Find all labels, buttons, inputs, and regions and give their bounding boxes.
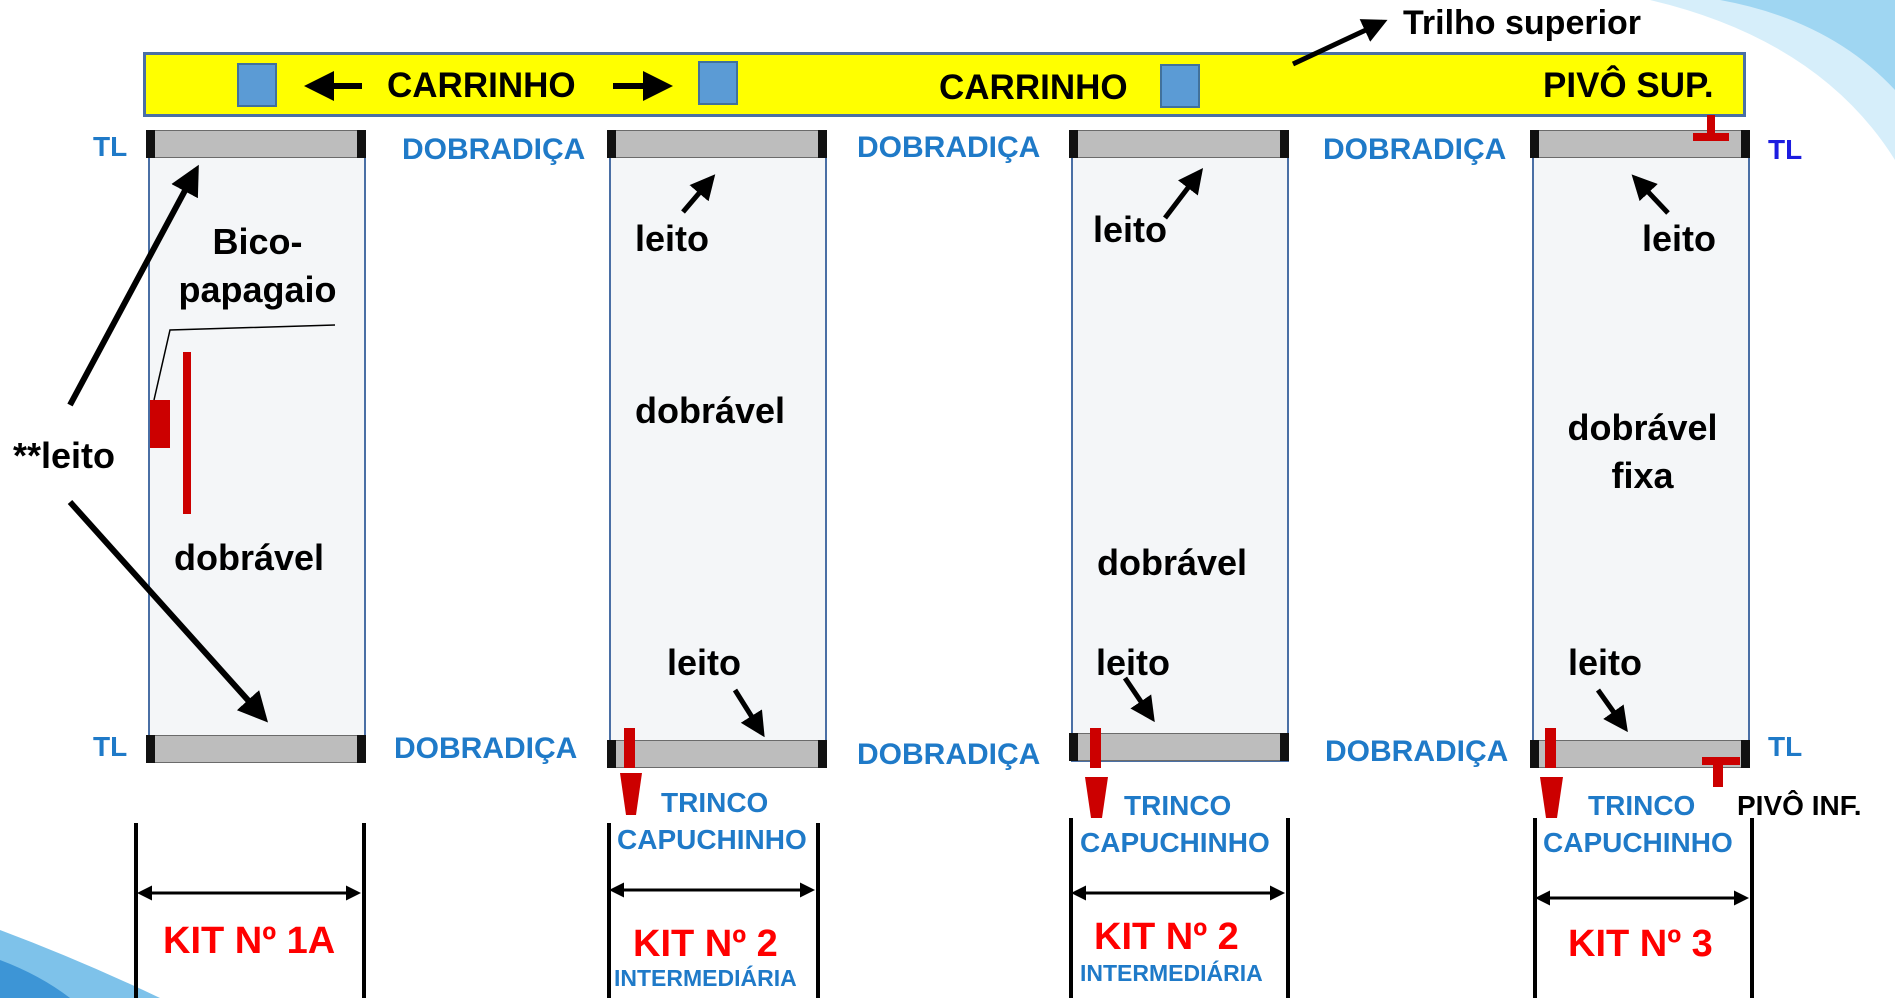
leito-side-label: **leito: [13, 435, 116, 476]
pivo-sup-plate: [1693, 133, 1729, 141]
capuchinho-label: CAPUCHINHO: [1080, 827, 1270, 858]
pivo-inf-label: PIVÔ INF.: [1737, 790, 1862, 821]
trilho-superior-label: Trilho superior: [1403, 4, 1642, 42]
panel-2-bottom-bar: [609, 740, 827, 768]
panel-4-leito-bottom-label: leito: [1568, 642, 1643, 683]
bar-cap: [1280, 130, 1289, 158]
dobradica-label: DOBRADIÇA: [1323, 133, 1507, 166]
pivo-sup-pin: [1707, 115, 1715, 135]
dobradica-label: DOBRADIÇA: [402, 133, 586, 166]
panel-2: [609, 130, 827, 762]
pivo-inf-pin: [1713, 762, 1723, 787]
bar-cap: [818, 130, 827, 158]
width-marker-line: [362, 823, 366, 998]
trinco-label: TRINCO: [1124, 790, 1232, 821]
panel-2-leito-bottom-label: leito: [667, 642, 742, 683]
panel-1-dobravel-label: dobrável: [174, 537, 325, 578]
panel-4-dobravel-fixa-label: dobrável fixa: [1567, 407, 1718, 496]
panel-2-top-bar: [609, 130, 827, 158]
tl-label-bottom-left: TL: [93, 731, 128, 762]
width-marker-line: [1069, 818, 1073, 998]
kit-2-label: KIT Nº 2: [633, 923, 778, 965]
bar-cap: [607, 130, 616, 158]
bar-cap: [818, 740, 827, 768]
tl-label-bottom-right: TL: [1768, 731, 1803, 762]
trinco-bolt: [1545, 728, 1556, 768]
width-marker-line: [134, 823, 138, 998]
kit-3-label: KIT Nº 3: [1568, 923, 1713, 965]
panel-4-leito-top-label: leito: [1642, 218, 1717, 259]
bar-cap: [1069, 733, 1078, 761]
carriage-square-2: [698, 61, 738, 105]
panel-3-top-bar: [1071, 130, 1289, 158]
top-rail: [143, 52, 1746, 117]
bico-papagaio-latch: [150, 400, 170, 448]
carriage-square-1: [237, 63, 277, 107]
panel-2-dobravel-label: dobrável: [635, 390, 786, 431]
kit-2-intermediaria-label: INTERMEDIÁRIA: [1080, 960, 1263, 986]
panel-1-top-bar: [148, 130, 366, 158]
bar-cap: [1530, 740, 1539, 768]
panel-2-leito-top-label: leito: [635, 218, 710, 259]
bar-cap: [607, 740, 616, 768]
width-marker-line: [816, 823, 820, 998]
capuchinho-label: CAPUCHINHO: [617, 824, 807, 855]
bar-cap: [1741, 130, 1750, 158]
bar-cap: [357, 735, 366, 763]
panel-3-dobravel-label: dobrável: [1097, 542, 1248, 583]
carrinho-label-right: CARRINHO: [939, 68, 1128, 107]
width-marker-line: [607, 823, 611, 998]
panel-4: [1532, 130, 1750, 762]
dobradica-label: DOBRADIÇA: [1325, 735, 1509, 768]
bar-cap: [1530, 130, 1539, 158]
tl-label-top-left: TL: [93, 131, 128, 162]
panel-3-bottom-bar: [1071, 733, 1289, 761]
pivo-inf-plate: [1702, 757, 1740, 765]
trinco-label: TRINCO: [1588, 790, 1696, 821]
panel-3-leito-bottom-label: leito: [1096, 642, 1171, 683]
kit-2-label: KIT Nº 2: [1094, 916, 1239, 958]
trinco-bolt: [624, 728, 635, 768]
bar-cap: [1280, 733, 1289, 761]
carriage-square-3: [1160, 64, 1200, 108]
capuchinho-label: CAPUCHINHO: [1543, 827, 1733, 858]
panel-3: [1071, 130, 1289, 762]
bar-cap: [146, 735, 155, 763]
bico-papagaio-label: Bico-papagaio: [178, 221, 337, 310]
bar-cap: [1069, 130, 1078, 158]
width-marker-line: [1533, 818, 1537, 998]
width-marker-line: [1286, 818, 1290, 998]
dobradica-label: DOBRADIÇA: [394, 732, 578, 765]
panel-3-leito-top-label: leito: [1093, 209, 1168, 250]
kit-1a-label: KIT Nº 1A: [163, 920, 336, 962]
carrinho-label-left: CARRINHO: [387, 66, 576, 105]
trinco-label: TRINCO: [661, 787, 769, 818]
kit-2-intermediaria-label: INTERMEDIÁRIA: [614, 965, 797, 991]
pivo-sup-label: PIVÔ SUP.: [1543, 66, 1714, 105]
dobradica-label: DOBRADIÇA: [857, 131, 1041, 164]
trinco-bolt: [1090, 728, 1101, 768]
panel-1-bottom-bar: [148, 735, 366, 763]
bar-cap: [357, 130, 366, 158]
bar-cap: [1741, 740, 1750, 768]
dobradica-label: DOBRADIÇA: [857, 738, 1041, 771]
tl-label-top-right: TL: [1768, 134, 1803, 165]
bico-papagaio-strike: [183, 352, 191, 514]
width-marker-line: [1750, 818, 1754, 998]
bar-cap: [146, 130, 155, 158]
